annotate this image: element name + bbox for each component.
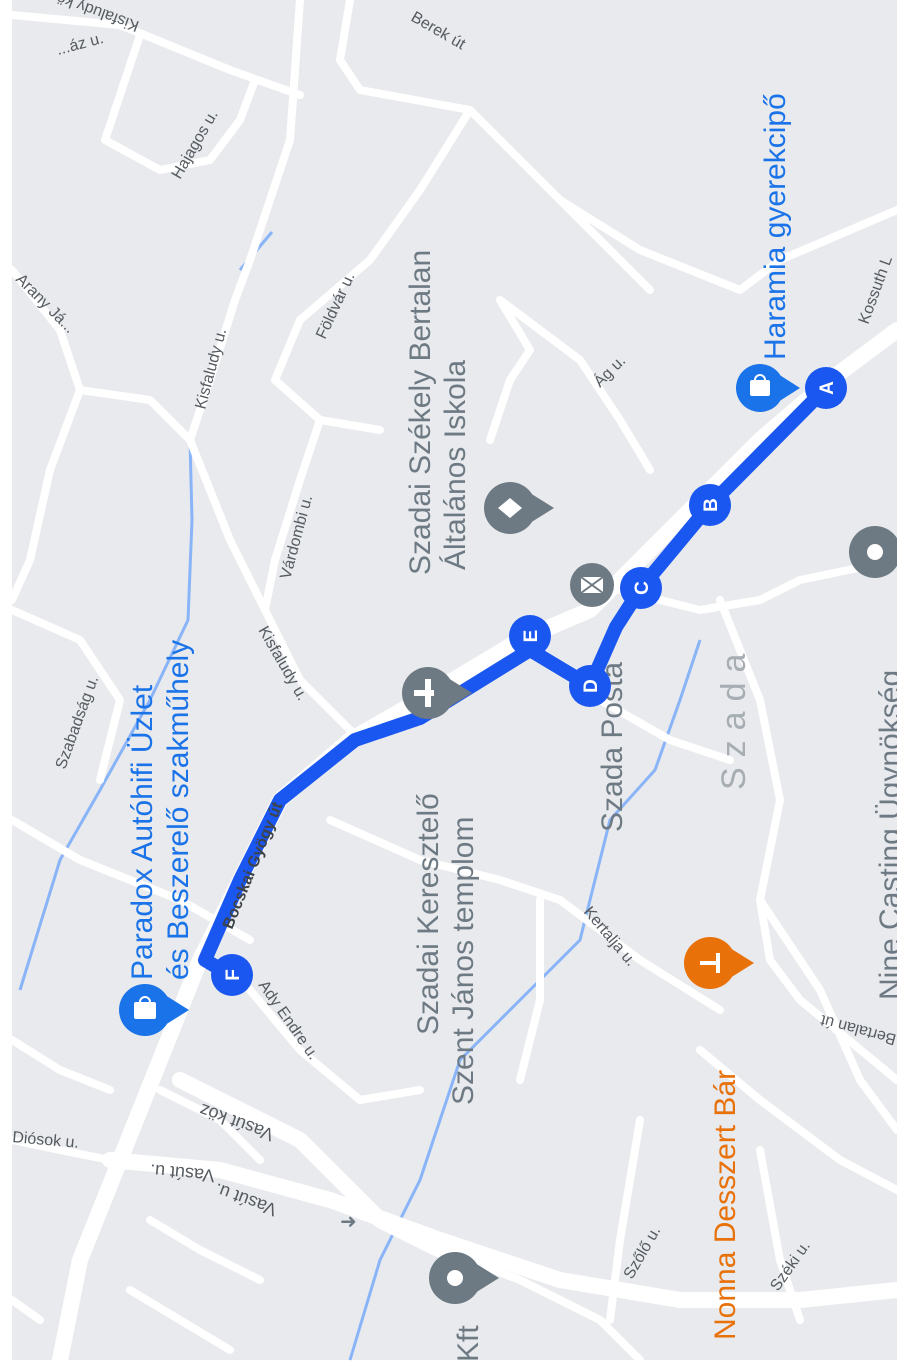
district-label: Szada <box>715 644 753 790</box>
route-markers: A B C D E F <box>211 367 847 996</box>
church-icon[interactable] <box>402 667 472 719</box>
place-pins <box>119 364 897 1304</box>
place-label-nonna[interactable]: Nonna Desszert Bár <box>709 1070 742 1340</box>
route-marker-a-label: A <box>817 381 838 395</box>
main-roads <box>52 322 897 1368</box>
route-marker-e[interactable]: E <box>509 615 551 657</box>
place-label-paradox-line1[interactable]: Paradox Autóhifi Üzlet <box>126 684 159 980</box>
place-label-templom-line1[interactable]: Szadai Keresztelő <box>412 793 445 1035</box>
route-marker-c[interactable]: C <box>620 567 662 609</box>
route-marker-a[interactable]: A <box>805 367 847 409</box>
shopping-bag-icon[interactable] <box>119 984 189 1036</box>
shopping-bag-icon[interactable] <box>736 364 800 412</box>
route-marker-d[interactable]: D <box>569 665 611 707</box>
place-label-templom-line2[interactable]: Szent János templom <box>447 817 480 1105</box>
restaurant-icon[interactable] <box>684 937 754 989</box>
place-label-kft[interactable]: Kft <box>452 1325 485 1362</box>
route-marker-b-label: B <box>701 498 722 512</box>
route-marker-d-label: D <box>581 679 602 693</box>
bottom-margin <box>0 1360 897 1371</box>
minor-roads <box>8 0 897 1364</box>
left-margin <box>0 0 12 1371</box>
street-label-diosok-u: Diósok u. <box>12 1129 80 1152</box>
place-labels: Haramia gyerekcipő Szadai Székely Bertal… <box>126 93 897 1362</box>
place-label-haramia[interactable]: Haramia gyerekcipő <box>759 93 792 360</box>
place-pin-icon[interactable] <box>429 1252 499 1304</box>
route-marker-c-label: C <box>632 581 653 595</box>
one-way-arrow-icon: ➜ <box>340 1211 357 1233</box>
place-pin-icon[interactable] <box>849 526 897 578</box>
mail-icon[interactable] <box>570 563 614 607</box>
route-marker-b[interactable]: B <box>689 484 731 526</box>
route-marker-e-label: E <box>521 630 542 643</box>
place-label-paradox-line2[interactable]: és Beszerelő szakműhely <box>162 640 195 980</box>
place-label-iskola-line2[interactable]: Általános Iskola <box>439 360 472 570</box>
place-label-nine-casting[interactable]: Nine Casting Ügynökség <box>874 670 897 1000</box>
route-marker-f-label: F <box>223 969 244 981</box>
school-icon[interactable] <box>484 482 554 534</box>
route-marker-f[interactable]: F <box>211 954 253 996</box>
place-label-iskola-line1[interactable]: Szadai Székely Bertalan <box>404 250 437 575</box>
